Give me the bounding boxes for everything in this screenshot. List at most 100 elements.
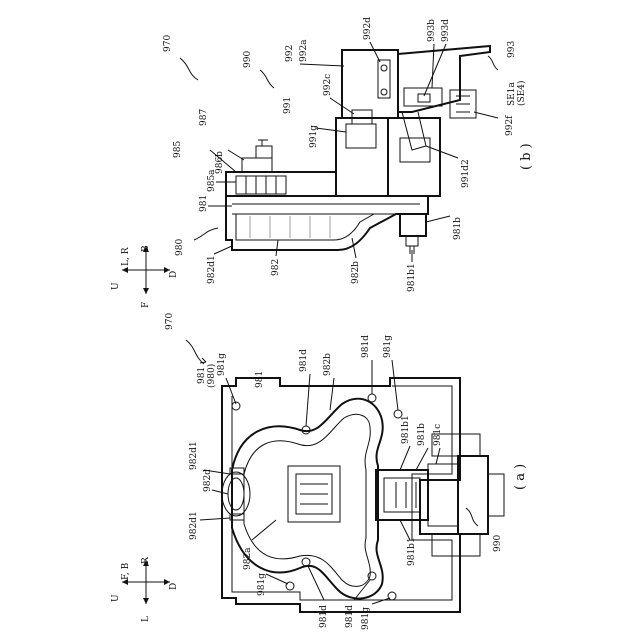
connector-ribs: [396, 482, 416, 508]
leader-982a: [252, 520, 276, 540]
label-982d1-2: 982d1: [189, 511, 199, 540]
leader-981b1-2: [400, 520, 410, 540]
leader-980: [194, 228, 218, 240]
label-982: 982: [271, 259, 281, 276]
label-992a: 992a: [299, 39, 309, 62]
label-981-a: 981: [197, 367, 207, 384]
label-982b-b: 982b: [351, 261, 361, 284]
label-991g: 991g: [309, 125, 319, 148]
label-981d-1: 981d: [299, 349, 309, 372]
label-987: 987: [199, 109, 209, 126]
label-981b-b: 981b: [453, 217, 463, 240]
label-981b1-2: 981b1: [407, 537, 417, 566]
leader-992a: [300, 64, 344, 66]
label-991: 991: [283, 97, 293, 114]
label-980-paren-a: (980): [206, 364, 217, 388]
label-992c: 992c: [323, 74, 333, 96]
label-se4: (SE4): [516, 81, 527, 106]
labels-b: ( b ) 970 990 992 992a 992d 993b 993d 99…: [111, 17, 534, 308]
label-981d-4: 981d: [345, 605, 355, 628]
tower-992d: [378, 60, 390, 98]
body-991d2-inner: [400, 138, 430, 162]
bolt-hole-981g-4: [388, 592, 396, 600]
label-981g-1: 981g: [217, 353, 227, 376]
leader-982d: [212, 490, 228, 494]
leader-982d1-2: [200, 518, 230, 520]
leader-981d-1: [306, 374, 310, 426]
leader-981b1-1: [400, 446, 410, 470]
label-982b: 982b: [323, 353, 333, 376]
part-987-stem: [258, 140, 268, 146]
connector-981b-side: [400, 214, 426, 236]
axis-label-u-a: U: [111, 594, 121, 602]
sensor-se1a-ribs: [456, 96, 470, 112]
label-992: 992: [285, 45, 295, 62]
axis-label-fb-a: F, B: [121, 562, 131, 580]
part-987: [256, 146, 272, 158]
label-993d: 993d: [441, 19, 451, 42]
leader-993: [488, 56, 498, 70]
block-985-ribs: [246, 176, 276, 194]
leader-981g-3: [266, 574, 288, 584]
leader-990-a: [466, 508, 478, 526]
leader-982d1-b: [214, 246, 232, 254]
axis-label-f-b: F: [141, 302, 151, 308]
label-981d-3: 981d: [319, 605, 329, 628]
leader-982b: [330, 378, 334, 410]
figure-a: [122, 340, 504, 612]
label-992f: 992f: [505, 115, 515, 136]
label-980: 980: [175, 239, 185, 256]
housing-991: [336, 118, 388, 196]
label-993: 993: [507, 41, 517, 58]
caption-a: ( a ): [513, 464, 528, 490]
leader-991g: [316, 128, 346, 132]
leader-970-b: [180, 58, 198, 80]
label-992d: 992d: [363, 17, 373, 40]
caption-b: ( b ): [519, 143, 534, 170]
label-985: 985: [173, 141, 183, 158]
connector-981b-inner: [384, 478, 420, 512]
part-986b: [242, 158, 272, 172]
leader-981g-1: [226, 378, 236, 404]
leader-982: [276, 240, 278, 256]
leader-981b-b: [426, 216, 450, 222]
connector-981b1-side: [406, 236, 418, 246]
duct-outline-outer: [232, 399, 383, 599]
label-982a: 982a: [243, 547, 253, 570]
leader-981g-2: [392, 360, 398, 410]
axis-label-u-b: U: [111, 282, 121, 290]
boss-981d-4: [368, 572, 376, 580]
boss-981d-2: [368, 394, 376, 402]
block-985a: [236, 176, 286, 194]
unit-990-tab: [488, 474, 504, 516]
leader-986b: [228, 150, 244, 160]
label-985a: 985a: [207, 169, 217, 192]
label-se1a: SE1a: [507, 82, 517, 106]
label-990-a: 990: [493, 535, 503, 552]
unit-990-body: [458, 456, 488, 534]
label-982d1-1: 982d1: [189, 441, 199, 470]
housing-991g: [346, 124, 376, 148]
label-981d-2: 981d: [361, 335, 371, 358]
body-991d2: [388, 118, 440, 196]
connector-981c: [428, 464, 458, 526]
axis-label-r-a: R: [141, 557, 151, 564]
central-window-ribs: [300, 484, 328, 504]
boss-981d-3: [302, 558, 310, 566]
tower-992d-hole-1: [381, 65, 387, 71]
label-981g-3: 981g: [257, 573, 267, 596]
duct-outline-inner: [244, 414, 370, 586]
axis-label-d-b: D: [169, 271, 179, 278]
duct-982-hatch: [250, 216, 330, 238]
leader-970-a: [186, 340, 204, 364]
leader-981b: [416, 448, 428, 470]
axis-label-lr-b: L, R: [121, 247, 131, 266]
label-981b: 981b: [417, 423, 427, 446]
box-993b: [404, 88, 442, 106]
tower-992d-hole-2: [381, 89, 387, 95]
labels-a: ( a ) 970 990 981 (980) 981 981g 981d 98…: [111, 313, 528, 630]
label-981g-4: 981g: [361, 607, 371, 630]
leader-991d2: [426, 146, 458, 158]
label-982d: 982d: [203, 469, 213, 492]
